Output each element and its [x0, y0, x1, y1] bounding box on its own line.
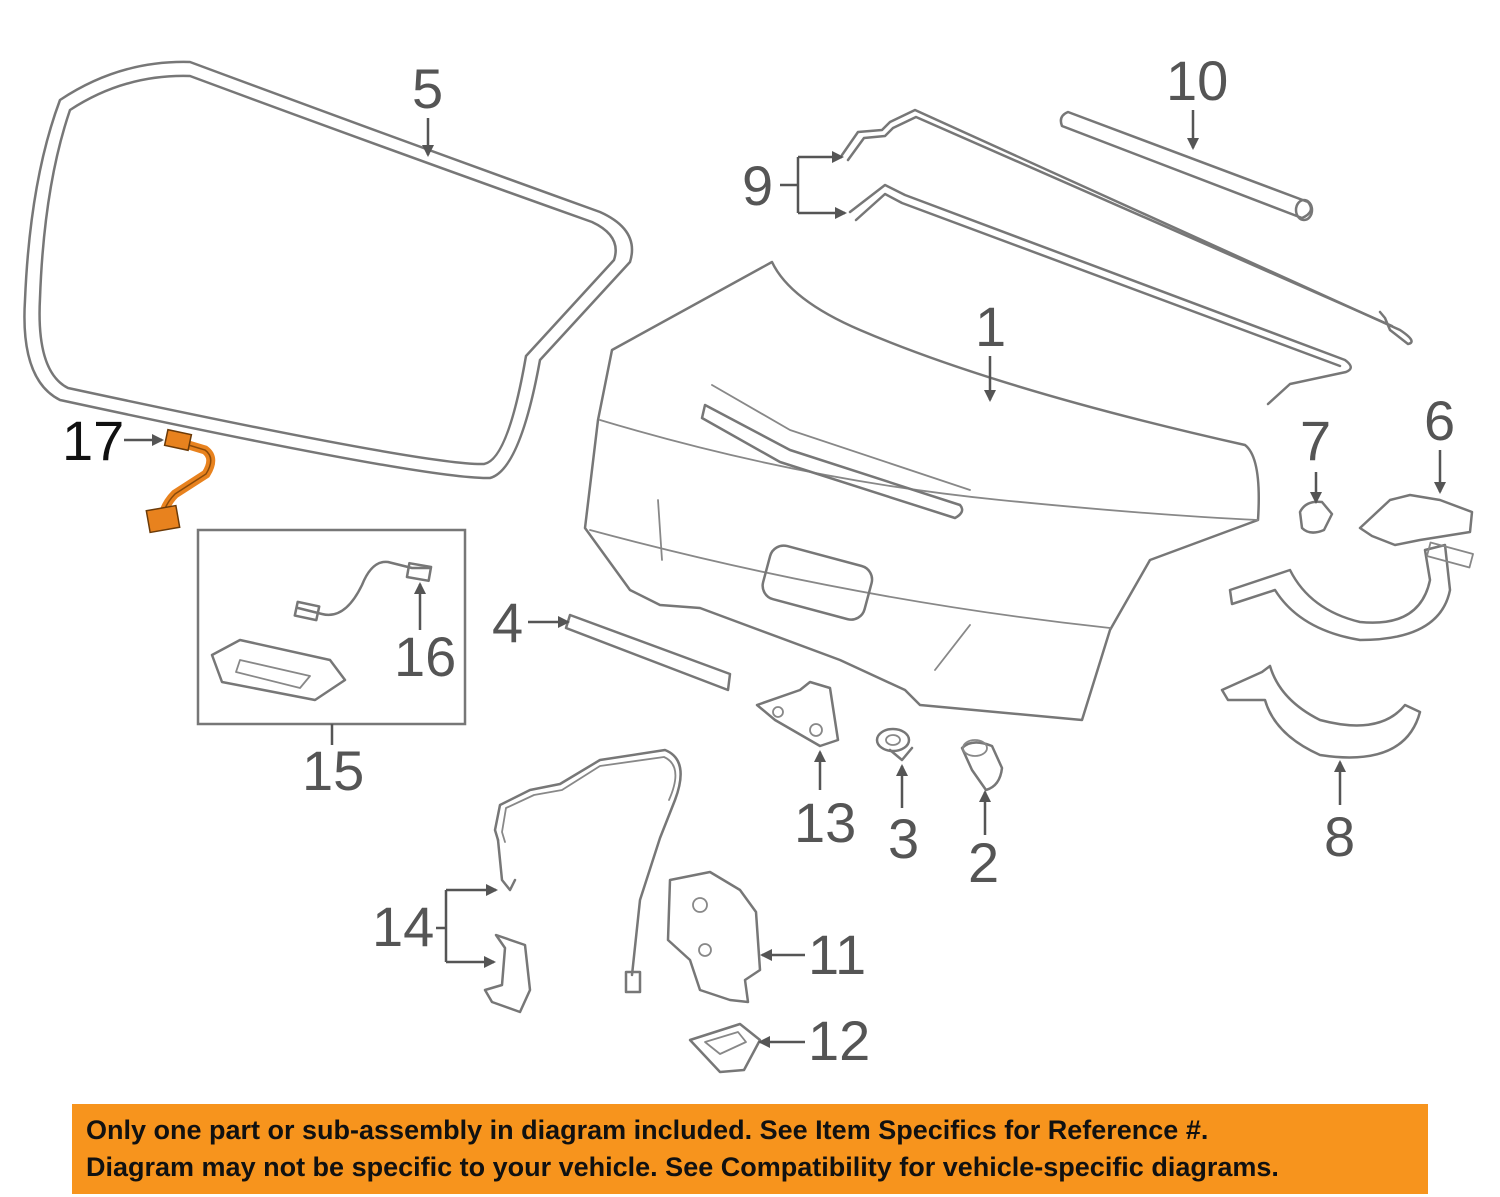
callout-15: 15	[302, 739, 364, 802]
callout-7: 7	[1300, 409, 1331, 472]
part-14-cable	[483, 748, 682, 1014]
callout-9: 9	[742, 154, 773, 217]
callout-10: 10	[1166, 49, 1228, 112]
callout-11: 11	[808, 923, 866, 986]
callout-4: 4	[492, 591, 523, 654]
callout-1: 1	[975, 295, 1006, 358]
part-11-latch	[666, 870, 762, 1004]
part-9-rods	[840, 108, 1413, 406]
callout-2: 2	[968, 831, 999, 894]
part-8-strap	[1220, 664, 1422, 759]
part-6-hinge	[1228, 493, 1474, 642]
part-10-tube	[1059, 110, 1314, 222]
callout-labels: 5 1 10 9 17 7 6 4 16 15 13 3 2 8 14 11 1…	[62, 49, 1455, 1072]
callout-13: 13	[794, 791, 856, 854]
disclaimer-line-1: Only one part or sub-assembly in diagram…	[86, 1115, 1209, 1145]
part-17-wire-harness	[145, 428, 216, 534]
disclaimer-line-2: Diagram may not be specific to your vehi…	[86, 1152, 1279, 1182]
callout-6: 6	[1424, 389, 1455, 452]
callout-5: 5	[412, 57, 443, 120]
part-7-bumper	[1298, 500, 1334, 534]
callout-3: 3	[888, 807, 919, 870]
disclaimer-banner: Only one part or sub-assembly in diagram…	[72, 1104, 1428, 1194]
part-2-stop	[960, 739, 1004, 792]
callout-12: 12	[808, 1009, 870, 1072]
part-5-weatherstrip	[23, 60, 634, 480]
part-13-bracket	[755, 680, 840, 748]
callout-14: 14	[372, 895, 434, 958]
callout-16: 16	[394, 625, 456, 688]
part-1-trunk-lid	[583, 260, 1261, 722]
leader-lines	[124, 110, 1446, 1048]
part-3-bumper	[875, 727, 914, 762]
part-12-switch	[688, 1022, 762, 1074]
callout-17: 17	[62, 409, 124, 472]
callout-8: 8	[1324, 805, 1355, 868]
part-4-strip	[564, 613, 732, 692]
